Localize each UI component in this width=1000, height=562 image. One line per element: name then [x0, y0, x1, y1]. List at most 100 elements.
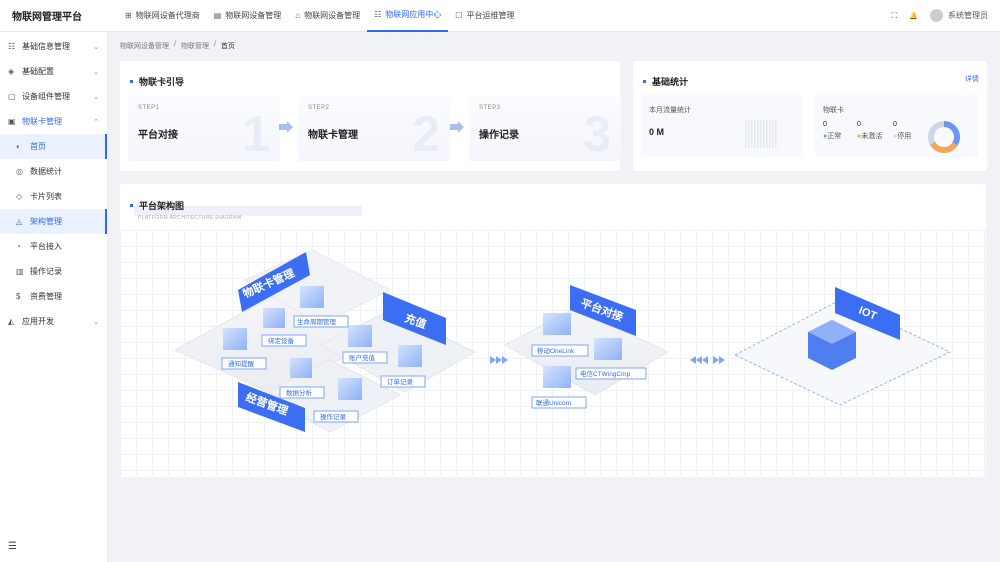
- legend-label: 正常: [827, 133, 842, 140]
- left-platform: [173, 249, 477, 433]
- double-arrow-right-icon: [490, 356, 508, 364]
- legend-count: 0: [893, 121, 897, 128]
- node-analysis: 数据分析: [279, 386, 325, 399]
- avatar: [930, 9, 943, 22]
- menu-icon: ☷: [8, 42, 16, 51]
- guide-title: 物联卡引导: [130, 75, 184, 88]
- sidebar-item-data-stats[interactable]: ◎ 数据统计: [0, 159, 107, 184]
- stats-icon: ◎: [16, 167, 23, 176]
- config-icon: ◈: [8, 67, 15, 76]
- bell-icon[interactable]: 🔔: [909, 12, 918, 20]
- fullscreen-icon[interactable]: ⛶: [891, 10, 898, 20]
- node-account-recharge: 账户充值: [342, 351, 388, 364]
- top-bar: 物联网管理平台 ⊞物联网设备代理商 ▤物联网设备管理 ⌂物联网设备管理 ☷物联网…: [0, 0, 1000, 32]
- node-lifecycle: 生命周期管理: [293, 315, 349, 328]
- breadcrumb-separator: /: [174, 41, 176, 48]
- sidebar-item-basic-config[interactable]: ◈基础配置⌄: [0, 59, 107, 84]
- step-card-2[interactable]: STEP2 物联卡管理 2: [298, 95, 450, 161]
- dashboard-icon: ◐: [16, 142, 21, 151]
- sidebar: ☷基础信息管理⌄ ◈基础配置⌄ ▢设备组件管理⌄ ▣物联卡管理⌃ ◐首页 ◎数据…: [0, 32, 108, 562]
- step-card-1[interactable]: STEP1 平台对接 1: [128, 95, 280, 161]
- stats-detail-link[interactable]: 详情: [965, 76, 979, 83]
- sidebar-item-device-component[interactable]: ▢ 设备组件管理 ⌄: [0, 84, 107, 109]
- step-watermark: 1: [242, 106, 270, 161]
- username: 系统管理员: [948, 11, 988, 20]
- arrow-right-icon: [279, 121, 293, 133]
- home-icon: ⌂: [295, 11, 301, 20]
- chevron-down-icon: ⌄: [93, 43, 99, 51]
- step-number: STEP2: [308, 105, 330, 111]
- node-label: 账户充值: [349, 353, 376, 362]
- flow-stat-value: 0 M: [649, 127, 665, 137]
- step-watermark: 2: [412, 106, 440, 161]
- node-oplog: 操作记录: [313, 410, 359, 423]
- sidebar-item-label: 基础配置: [22, 67, 54, 76]
- sidebar-item-label: 物联卡管理: [22, 117, 62, 126]
- app-title: 物联网管理平台: [12, 12, 82, 23]
- topnav-item-device[interactable]: ▤物联网设备管理: [207, 0, 289, 32]
- breadcrumb: 物联网设备管理/ 物联管理/ 首页: [120, 41, 235, 51]
- sidebar-item-tariff[interactable]: $资费管理: [0, 284, 107, 309]
- card-legend-normal: 0 ●正常: [823, 121, 842, 140]
- node-label: 订单记录: [387, 377, 414, 386]
- node-label: 绑定设备: [268, 336, 295, 345]
- top-right-tools: ⛶ 🔔 系统管理员: [892, 9, 1000, 22]
- sidebar-item-app-dev[interactable]: ◭应用开发⌄: [0, 309, 107, 334]
- collapse-menu-icon[interactable]: ☰: [8, 541, 17, 552]
- node-label: 移动OneLink: [537, 346, 575, 355]
- group-label-recharge: 充值: [383, 292, 446, 345]
- node-label: 电信CTWingCmp: [580, 369, 631, 378]
- sidebar-item-label: 数据统计: [30, 167, 62, 176]
- stats-title: 基础统计: [643, 75, 688, 88]
- step-watermark: 3: [583, 106, 611, 161]
- sidebar-item-card-list[interactable]: ◇卡片列表: [0, 184, 107, 209]
- sidebar-item-label: 首页: [30, 142, 46, 151]
- app-icon: ☷: [374, 10, 382, 19]
- sidebar-item-op-log[interactable]: ▥操作记录: [0, 259, 107, 284]
- double-arrow-left-icon: [690, 356, 725, 364]
- architecture-title: 平台架构图: [130, 199, 184, 212]
- step-name: 物联卡管理: [308, 130, 358, 141]
- topnav-item-device-2[interactable]: ⌂物联网设备管理: [288, 0, 367, 32]
- component-icon: ▢: [8, 92, 16, 101]
- topnav-label: 物联网设备代理商: [135, 11, 200, 20]
- step-number: STEP1: [138, 105, 160, 111]
- sidebar-item-label: 设备组件管理: [22, 92, 70, 101]
- title-underline: [134, 206, 362, 216]
- sidebar-item-home[interactable]: ◐ 首页: [0, 134, 107, 159]
- dollar-icon: $: [16, 292, 21, 301]
- card-icon: ▣: [8, 117, 16, 126]
- legend-label: 停用: [897, 133, 912, 140]
- donut-slice: [928, 121, 945, 145]
- node-label: 通知提醒: [228, 359, 255, 368]
- sidebar-item-architecture[interactable]: ◬架构管理: [0, 209, 107, 234]
- node-notify: 通知提醒: [221, 357, 267, 370]
- node-bind: 绑定设备: [261, 334, 307, 347]
- breadcrumb-separator: /: [213, 41, 216, 48]
- chevron-down-icon: ⌄: [93, 93, 99, 101]
- topnav-item-ops[interactable]: ☐平台运维管理: [448, 0, 521, 32]
- top-nav: ⊞物联网设备代理商 ▤物联网设备管理 ⌂物联网设备管理 ☷物联网应用中心 ☐平台…: [118, 0, 521, 32]
- grid-icon: ⊞: [125, 11, 132, 20]
- sidebar-item-platform-access[interactable]: ◔平台接入: [0, 234, 107, 259]
- breadcrumb-item[interactable]: 物联网设备管理: [120, 43, 169, 50]
- donut-slice: [929, 141, 958, 153]
- topnav-item-app-center[interactable]: ☷物联网应用中心: [367, 0, 449, 32]
- card-stat-title: 物联卡: [823, 107, 844, 114]
- sidebar-item-iot-card[interactable]: ▣物联卡管理⌃: [0, 109, 107, 134]
- group-label-iot: IOT: [835, 287, 900, 340]
- list-icon: ▤: [213, 11, 222, 20]
- step-card-3[interactable]: STEP3 操作记录 3: [469, 95, 621, 161]
- user-menu[interactable]: 系统管理员: [930, 9, 988, 22]
- sidebar-item-basic-info[interactable]: ☷基础信息管理⌄: [0, 34, 107, 59]
- legend-count: 0: [823, 121, 827, 128]
- breadcrumb-item[interactable]: 物联管理: [180, 43, 209, 50]
- sidebar-item-label: 应用开发: [22, 317, 54, 326]
- sidebar-item-label: 架构管理: [30, 217, 62, 226]
- donut-slice: [943, 121, 960, 146]
- topnav-item-agent[interactable]: ⊞物联网设备代理商: [118, 0, 207, 32]
- platform-icon: ◔: [16, 242, 21, 251]
- node-label: 联通Unicom: [536, 398, 571, 407]
- step-name: 操作记录: [479, 130, 519, 141]
- flow-bars-icon: [745, 120, 777, 148]
